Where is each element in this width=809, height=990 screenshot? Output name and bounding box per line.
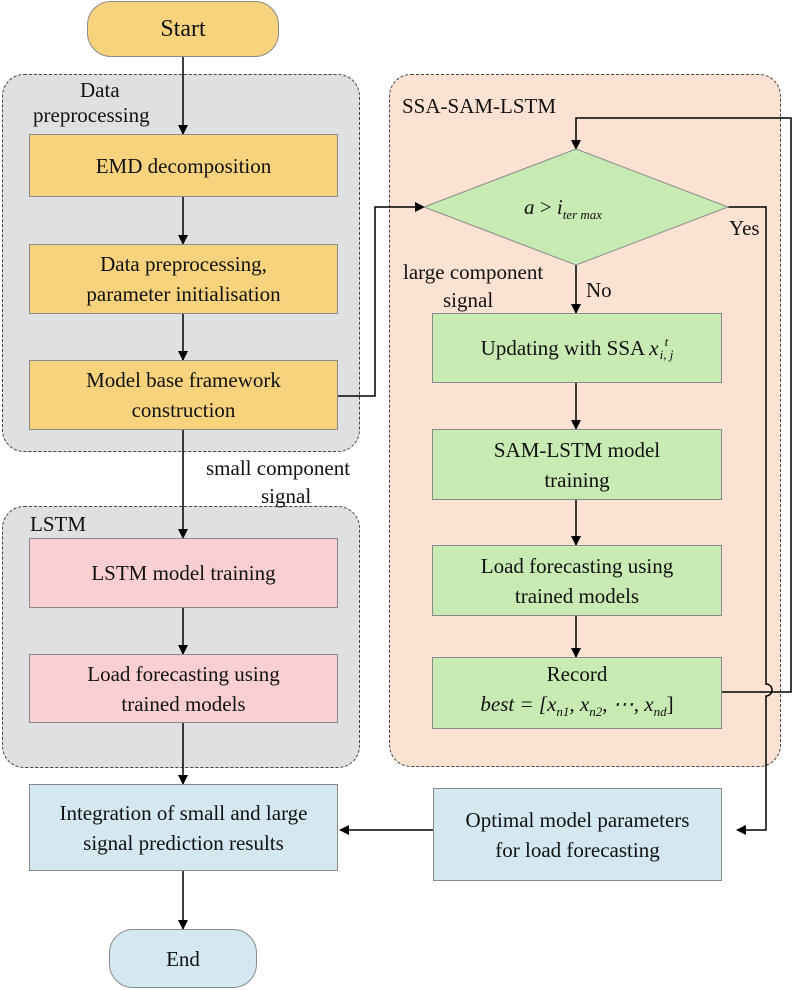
- start-label: Start: [160, 16, 206, 42]
- optimal-line2: for load forecasting: [495, 837, 660, 862]
- integration-box: Integration of small and large signal pr…: [29, 784, 338, 871]
- integration-line2: signal prediction results: [83, 830, 284, 855]
- ssa-forecasting-box: Load forecasting using trained models: [432, 545, 722, 616]
- preproc-line2: parameter initialisation: [86, 282, 281, 306]
- record-sub2: n2: [589, 704, 603, 720]
- record-mid1: , x: [569, 691, 590, 716]
- group-ssa-text: SSA-SAM-LSTM: [402, 94, 557, 118]
- optimal-line1: Optimal model parameters: [465, 807, 690, 832]
- lstm-training-box: LSTM model training: [29, 538, 338, 608]
- framework-line2: construction: [131, 398, 236, 422]
- large-line1: large component: [403, 260, 544, 284]
- record-formula: best = [xn1, xn2, ⋯, xnd]: [480, 689, 673, 727]
- cond-a: a: [524, 195, 535, 219]
- update-sub: i, j: [659, 347, 674, 362]
- model-framework-box: Model base framework construction: [29, 360, 338, 430]
- cond-op: >: [534, 195, 557, 219]
- samlstm-line2: training: [544, 467, 610, 492]
- yes-text: Yes: [729, 216, 760, 240]
- group-ssa-label: SSA-SAM-LSTM: [402, 94, 556, 119]
- group-lstm-label: LSTM: [30, 512, 86, 537]
- start-node: Start: [87, 1, 279, 57]
- lstm-forecasting-box: Load forecasting using trained models: [29, 654, 338, 723]
- lstm-train-label: LSTM model training: [91, 561, 276, 585]
- samlstm-line1: SAM-LSTM model: [493, 437, 661, 462]
- cond-i: i: [556, 195, 563, 219]
- group-label-line1: Data: [80, 78, 120, 102]
- yes-label: Yes: [729, 216, 760, 241]
- lstm-forecast-line1: Load forecasting using: [87, 661, 280, 686]
- ssa-forecast-line2: trained models: [514, 583, 640, 608]
- emd-label: EMD decomposition: [95, 153, 272, 178]
- update-x: x: [649, 336, 659, 360]
- data-preprocessing-box: Data preprocessing, parameter initialisa…: [29, 244, 338, 314]
- record-sub3: nd: [653, 704, 667, 720]
- cond-sub: ter max: [562, 207, 603, 223]
- emd-decomposition-box: EMD decomposition: [29, 134, 338, 197]
- no-label: No: [586, 278, 612, 303]
- group-label-line2: preprocessing: [33, 103, 150, 127]
- large-component-signal-label: large component signal: [403, 260, 543, 313]
- update-sup: t: [664, 334, 669, 349]
- ssa-forecast-line1: Load forecasting using: [480, 553, 674, 578]
- framework-line1: Model base framework: [86, 368, 281, 392]
- optimal-parameters-box: Optimal model parameters for load foreca…: [433, 788, 722, 881]
- record-box: Record best = [xn1, xn2, ⋯, xnd]: [432, 657, 722, 729]
- group-lstm-text: LSTM: [30, 512, 87, 536]
- lstm-forecast-line2: trained models: [121, 691, 246, 716]
- end-node: End: [109, 929, 257, 988]
- integration-line1: Integration of small and large: [59, 800, 308, 825]
- preproc-line1: Data preprocessing,: [100, 252, 267, 276]
- large-line2: signal: [443, 288, 494, 312]
- end-label: End: [166, 946, 200, 971]
- record-formula-a: best = [x: [480, 691, 557, 716]
- small-line1: small component: [206, 456, 351, 480]
- sam-lstm-training-box: SAM-LSTM model training: [432, 429, 722, 500]
- group-data-preprocessing-label: Data preprocessing: [33, 78, 150, 128]
- decision-condition: a > iter max: [524, 195, 602, 227]
- small-component-signal-label: small component signal: [206, 456, 350, 509]
- record-line1: Record: [546, 661, 608, 686]
- small-line2: signal: [261, 484, 312, 508]
- update-label: Updating with SSA: [480, 336, 650, 360]
- record-end: ]: [666, 691, 674, 716]
- record-mid2: , ⋯, x: [602, 691, 654, 716]
- record-sub1: n1: [556, 704, 570, 720]
- no-text: No: [586, 278, 612, 302]
